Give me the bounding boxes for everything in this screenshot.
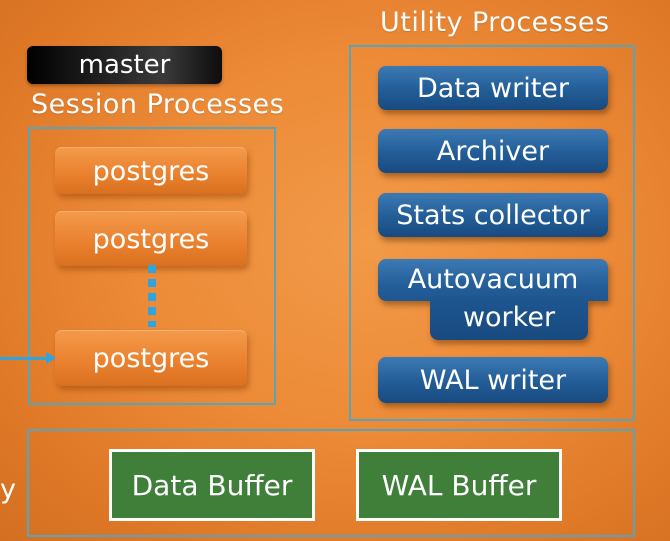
session-process-3: postgres — [55, 330, 247, 386]
utility-process-wal-writer: WAL writer — [378, 357, 608, 403]
session-process-label: postgres — [92, 223, 210, 255]
session-process-2: postgres — [55, 211, 247, 266]
session-process-1: postgres — [55, 147, 247, 194]
autovacuum-label-line1: Autovacuum — [407, 264, 579, 295]
buffer-label: WAL Buffer — [381, 468, 537, 502]
client-connection-line — [0, 357, 50, 360]
utility-process-archiver: Archiver — [378, 129, 608, 173]
shared-memory-frame — [27, 429, 635, 537]
session-processes-heading: Session Processes — [31, 89, 285, 120]
autovacuum-label-line2: worker — [462, 302, 556, 333]
data-buffer: Data Buffer — [109, 449, 315, 521]
utility-processes-frame — [349, 45, 635, 421]
master-label: master — [78, 50, 171, 80]
session-processes-frame — [28, 127, 276, 405]
utility-process-label: WAL writer — [419, 364, 567, 396]
session-process-label: postgres — [92, 155, 210, 187]
session-process-label: postgres — [92, 343, 210, 374]
master-process: master — [27, 46, 222, 84]
utility-process-data-writer: Data writer — [378, 66, 608, 110]
utility-process-label: Data writer — [416, 72, 570, 104]
utility-process-label: Stats collector — [396, 199, 590, 231]
utility-processes-heading: Utility Processes — [380, 7, 610, 38]
utility-process-label: Archiver — [436, 135, 550, 167]
client-connection-arrowhead — [46, 352, 56, 364]
utility-process-stats-collector: Stats collector — [378, 193, 608, 237]
utility-process-autovacuum-bottom — [430, 298, 588, 340]
buffer-label: Data Buffer — [131, 468, 293, 502]
session-process-continuation — [148, 265, 156, 327]
wal-buffer: WAL Buffer — [356, 449, 562, 521]
shared-memory-label-fragment: y — [0, 474, 16, 505]
utility-process-autovacuum-top — [378, 259, 608, 301]
